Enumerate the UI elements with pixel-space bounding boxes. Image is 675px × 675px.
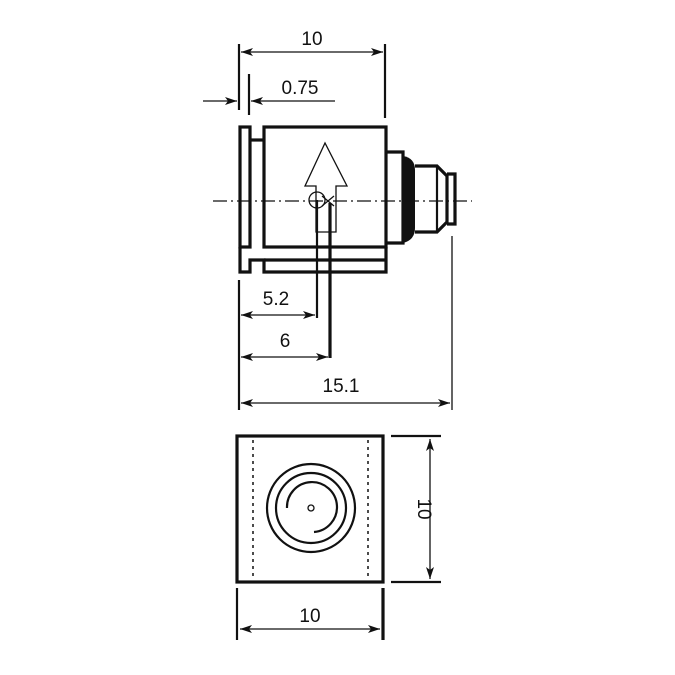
dimension-connector-offset: 6 (241, 331, 328, 361)
dim-label-flange-thickness: 0.75 (282, 78, 319, 99)
dim-label-connector-offset: 6 (280, 331, 291, 352)
sensing-direction-arrow (303, 141, 349, 233)
side-view: 10 0.75 (203, 29, 472, 410)
dimension-width-top: 10 (237, 29, 387, 118)
dim-label-sensing-offset: 5.2 (263, 289, 289, 310)
top-view: 10 10 (235, 434, 441, 640)
concentric-circles (265, 462, 357, 554)
dim-label-height-right: 10 (413, 498, 434, 519)
dim-label-width-bottom: 10 (299, 606, 320, 627)
dimension-sensing-offset: 5.2 (241, 289, 315, 319)
sensor-body (238, 125, 457, 410)
dimension-width-bottom: 10 (235, 588, 385, 640)
top-view-outline (235, 434, 385, 584)
dimension-flange-thickness: 0.75 (203, 74, 335, 115)
dimension-overall-length: 15.1 (241, 376, 450, 407)
dimension-height-right: 10 (391, 434, 441, 584)
dim-label-overall-length: 15.1 (323, 376, 360, 397)
dim-label-width-top: 10 (301, 29, 322, 50)
